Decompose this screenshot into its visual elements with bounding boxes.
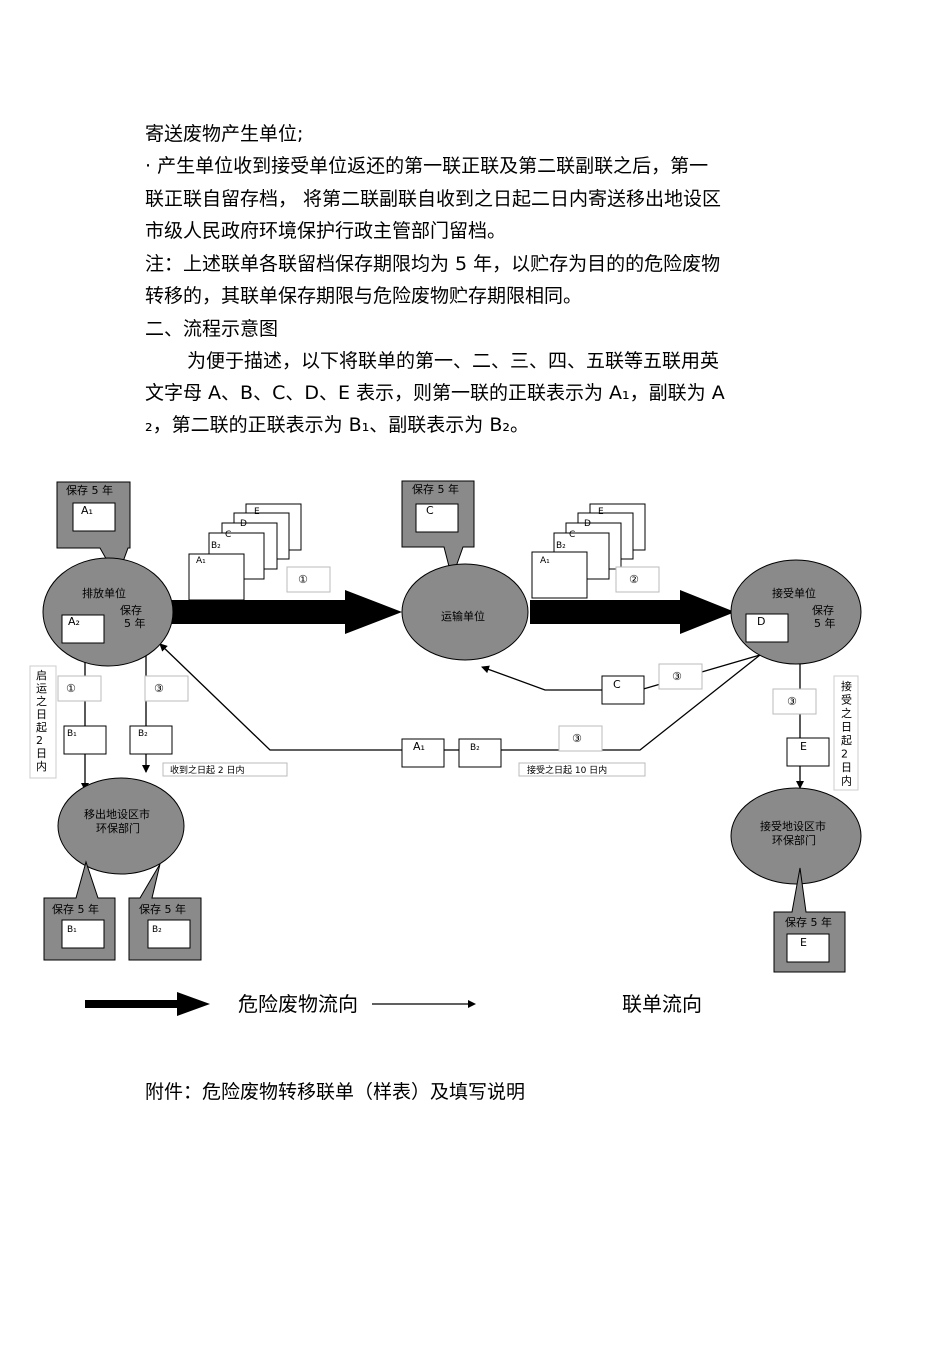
waste-flow-arrow-1 (172, 590, 402, 634)
producer-node (42, 557, 174, 667)
svg-text:C: C (613, 678, 621, 691)
transporter-archive-callout: 保存 5 年 C (401, 480, 475, 580)
step-1-label: ① (298, 573, 308, 586)
vertical-note-char: 内 (841, 774, 852, 788)
dest-epb-node (730, 787, 862, 885)
paragraph-line: 市级人民政府环境保护行政主管部门留档。 (145, 220, 507, 242)
form-stack-1 (188, 503, 302, 601)
vertical-note-char: 接 (841, 680, 852, 693)
vertical-note-char: 之 (841, 706, 852, 720)
transporter-node (401, 563, 529, 661)
paragraph-line: · 产生单位收到接受单位返还的第一联正联及第二联副联之后，第一 (145, 155, 709, 177)
svg-text:③: ③ (787, 695, 797, 708)
vertical-note-char: 2 (36, 734, 43, 747)
paragraph-line: 联正联自留存档， 将第二联副联自收到之日起二日内寄送移出地设区 (145, 188, 722, 210)
origin-archive-callout-b1: 保存 5 年 B₁ (43, 860, 116, 961)
svg-text:保存: 保存 (812, 603, 834, 617)
paragraph-line: ₂，第二联的正联表示为 B₁、副联表示为 B₂。 (145, 414, 529, 436)
svg-text:E: E (598, 507, 604, 517)
svg-text:B₂: B₂ (470, 743, 480, 753)
svg-text:B₁: B₁ (67, 925, 77, 935)
svg-text:B₂: B₂ (556, 541, 566, 551)
svg-text:C: C (569, 530, 575, 540)
vertical-note-char: 日 (36, 747, 47, 760)
origin-archive-callout-b2: 保存 5 年 B₂ (128, 863, 202, 961)
vertical-note-char: 启 (36, 669, 47, 682)
svg-text:E: E (800, 936, 807, 949)
vertical-note-char: 2 (841, 748, 848, 761)
svg-text:保存: 保存 (120, 603, 142, 617)
svg-text:环保部门: 环保部门 (96, 821, 140, 835)
two-days-note: 收到之日起 2 日内 (170, 764, 244, 776)
paragraph-line: 文字母 A、B、C、D、E 表示，则第一联的正联表示为 A₁，副联为 A (145, 382, 725, 404)
form-c-label: C (426, 504, 434, 517)
flow-diagram: 保存 5 年 A₁ 保存 5 年 C E D C B₂ A₁ ① E D C B… (29, 480, 862, 973)
svg-text:B₂: B₂ (211, 541, 221, 551)
svg-text:B₂: B₂ (152, 925, 162, 935)
svg-text:A₁: A₁ (413, 740, 425, 753)
svg-text:C: C (225, 530, 231, 540)
dest-archive-callout-e: 保存 5 年 E (773, 867, 846, 973)
vertical-note-char: 日 (36, 708, 47, 721)
svg-text:A₂: A₂ (68, 615, 80, 628)
svg-text:5 年: 5 年 (124, 616, 146, 630)
svg-text:①: ① (66, 682, 76, 695)
vertical-note-char: 内 (36, 759, 47, 773)
svg-text:D: D (757, 615, 765, 628)
paragraph-line: 为便于描述，以下将联单的第一、二、三、四、五联等五联用英 (187, 350, 720, 372)
paragraph-line: 寄送废物产生单位; (145, 123, 304, 145)
vertical-note-char: 运 (36, 682, 47, 695)
svg-text:E: E (254, 507, 260, 517)
svg-text:环保部门: 环保部门 (772, 833, 816, 847)
keep-5-years-label: 保存 5 年 (66, 483, 113, 497)
vertical-note-char: 日 (841, 761, 852, 774)
svg-text:B₁: B₁ (67, 729, 77, 739)
svg-text:③: ③ (672, 670, 682, 683)
legend-waste-flow-label: 危险废物流向 (238, 992, 358, 1016)
svg-text:保存 5 年: 保存 5 年 (52, 902, 99, 916)
keep-5-years-label: 保存 5 年 (412, 482, 459, 496)
vertical-note-char: 起 (36, 721, 47, 734)
svg-text:A₁: A₁ (540, 556, 550, 566)
svg-text:保存 5 年: 保存 5 年 (139, 902, 186, 916)
svg-text:A₁: A₁ (196, 556, 206, 566)
form-flow-legend-icon (372, 1000, 476, 1008)
section-heading: 二、流程示意图 (145, 318, 279, 340)
origin-epb-node (57, 777, 185, 875)
paragraph-line: 转移的，其联单保存期限与危险废物贮存期限相同。 (145, 285, 583, 307)
step-2-label: ② (629, 573, 639, 586)
svg-text:5 年: 5 年 (814, 616, 836, 630)
waste-flow-legend-icon (85, 992, 210, 1016)
vertical-note-char: 之 (36, 694, 47, 708)
legend-form-flow-label: 联单流向 (622, 992, 702, 1016)
svg-text:D: D (240, 519, 247, 529)
attachment-line: 附件：危险废物转移联单（样表）及填写说明 (145, 1081, 526, 1103)
ten-days-note: 接受之日起 10 日内 (527, 764, 607, 776)
svg-text:③: ③ (154, 682, 164, 695)
svg-text:E: E (800, 740, 807, 753)
svg-text:运输单位: 运输单位 (441, 609, 485, 623)
vertical-note-char: 起 (841, 734, 852, 747)
svg-text:③: ③ (572, 732, 582, 745)
svg-text:D: D (584, 519, 591, 529)
waste-flow-arrow-2 (530, 590, 735, 634)
svg-text:移出地设区市: 移出地设区市 (84, 807, 150, 821)
receiver-node (730, 559, 862, 665)
form-a1-label: A₁ (81, 504, 93, 517)
svg-text:接受单位: 接受单位 (772, 586, 816, 600)
producer-archive-callout: 保存 5 年 A₁ (56, 481, 131, 580)
paragraph-line: 注：上述联单各联留档保存期限均为 5 年，以贮存为目的的危险废物 (145, 253, 721, 275)
vertical-note-char: 日 (841, 721, 852, 734)
svg-text:保存 5 年: 保存 5 年 (785, 915, 832, 929)
form-stack-2 (531, 503, 646, 599)
vertical-note-char: 受 (841, 694, 852, 707)
svg-text:B₂: B₂ (138, 729, 148, 739)
svg-text:排放单位: 排放单位 (82, 586, 126, 600)
svg-text:接受地设区市: 接受地设区市 (760, 819, 826, 833)
